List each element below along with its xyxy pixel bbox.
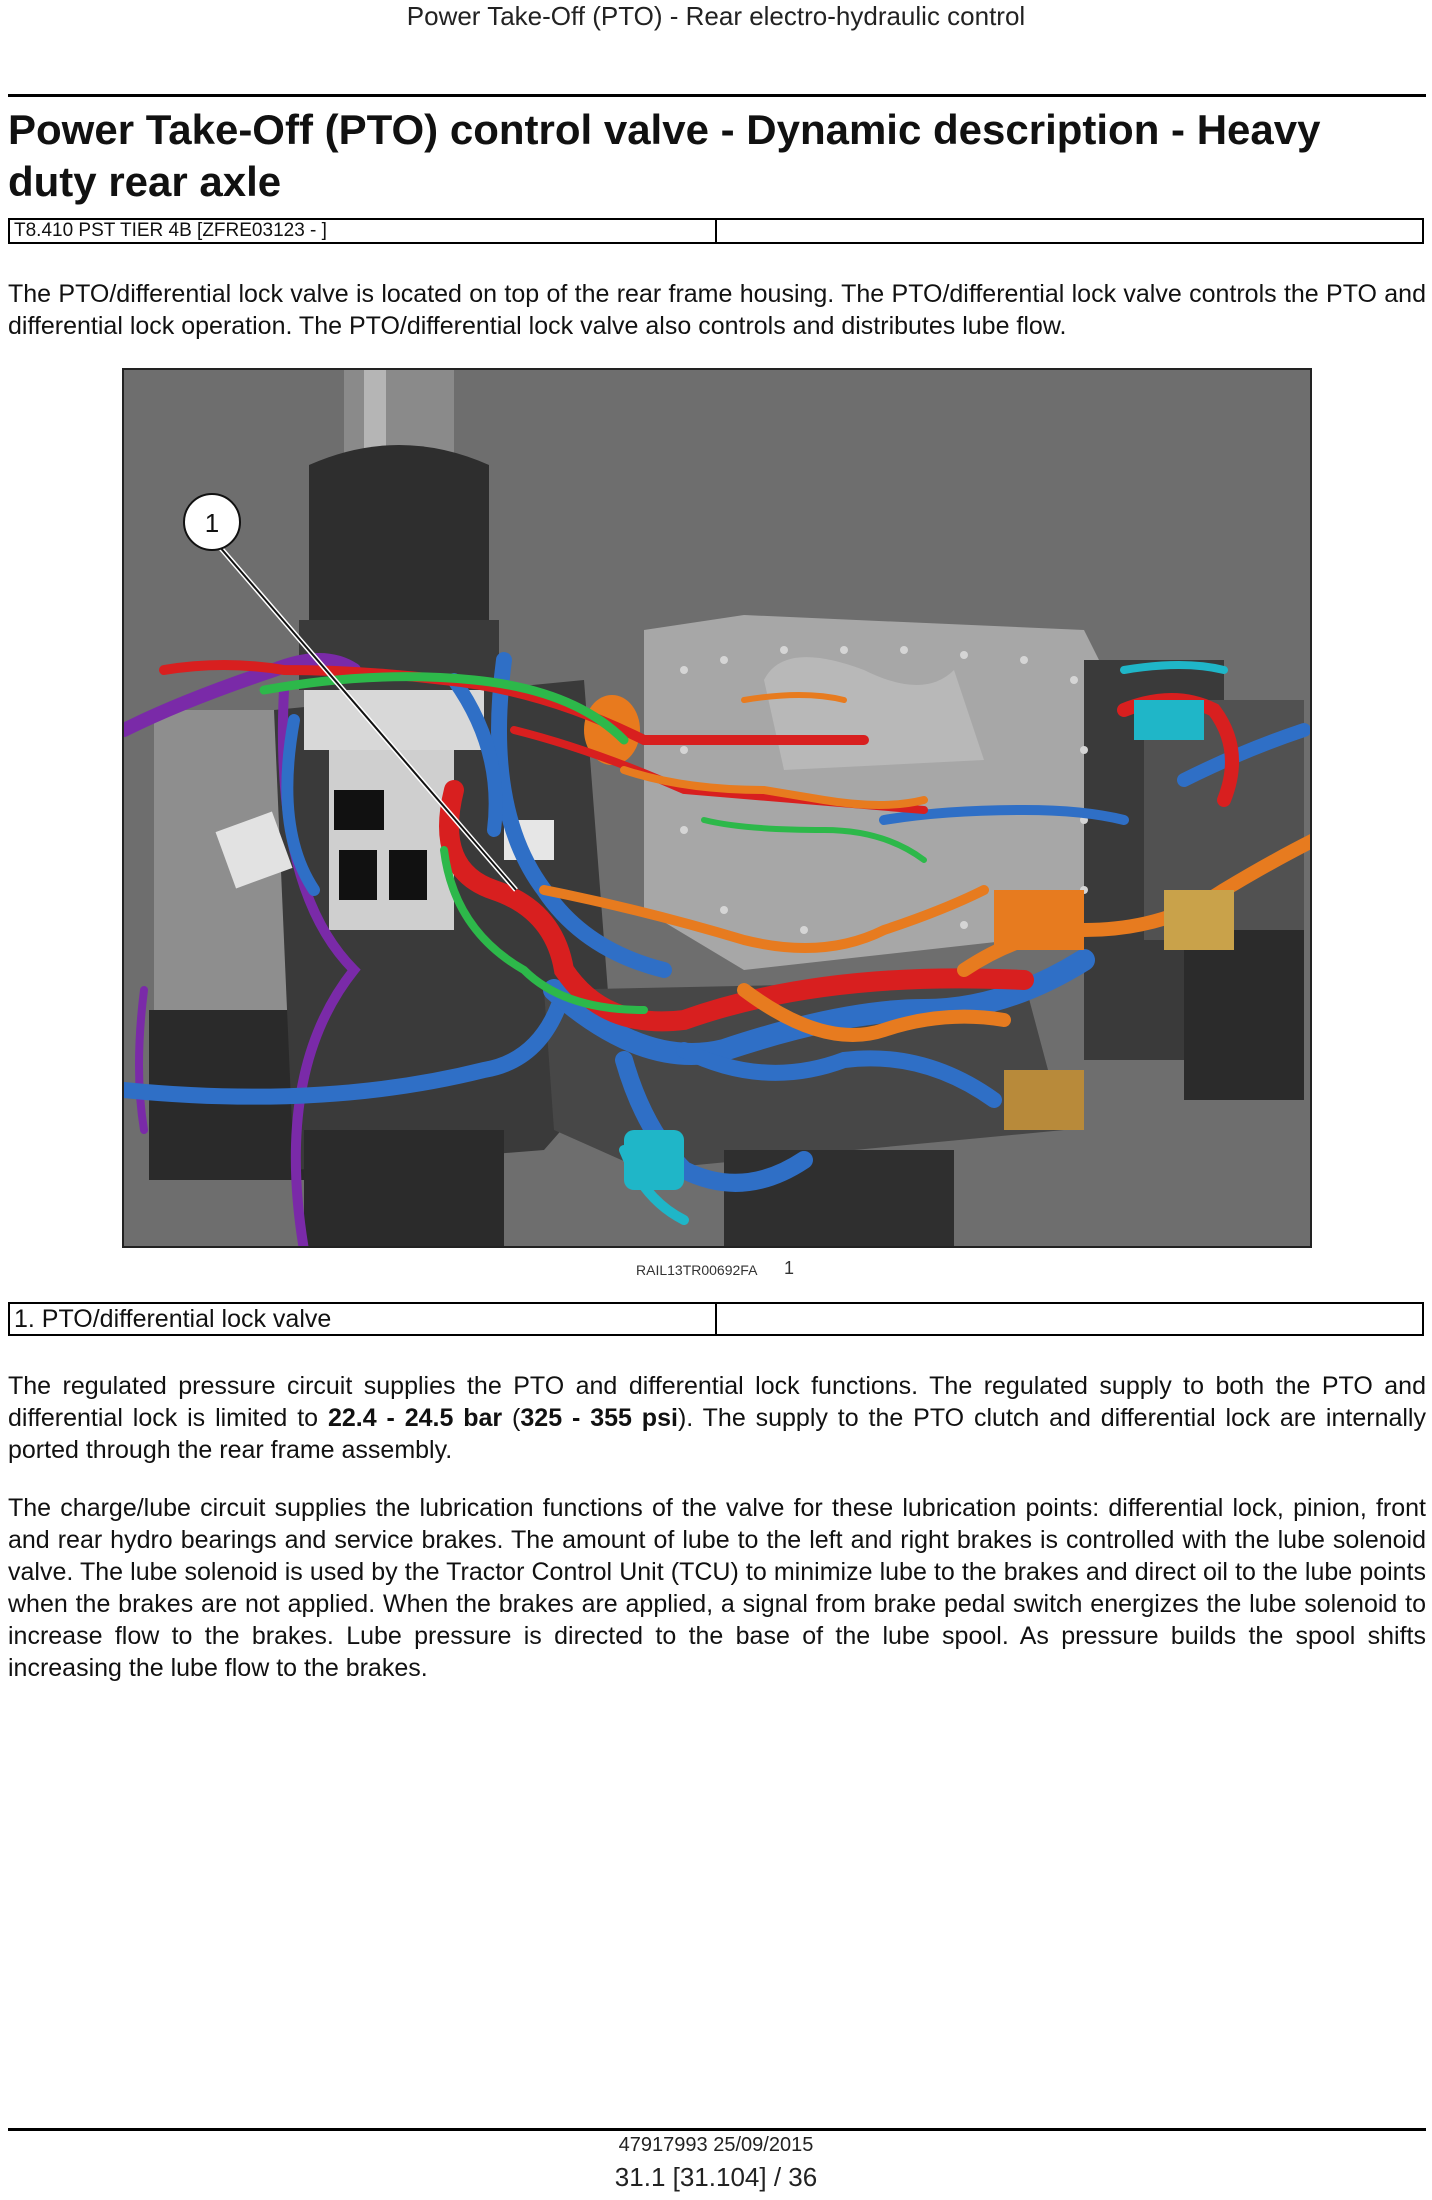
figure-number: 1 [784, 1258, 795, 1278]
applicability-empty [715, 220, 1422, 242]
section-title: Power Take-Off (PTO) control valve - Dyn… [8, 106, 1321, 205]
applicability-table: T8.410 PST TIER 4B [ZFRE03123 - ] [8, 218, 1424, 244]
legend-table: 1. PTO/differential lock valve [8, 1302, 1424, 1336]
legend-item-1: 1. PTO/differential lock valve [14, 1305, 332, 1333]
valve-illustration: 1 [122, 368, 1312, 1248]
intro-paragraph: The PTO/differential lock valve is locat… [8, 280, 1426, 340]
footer-page-number: 31.1 [31.104] / 36 [614, 2162, 818, 2192]
callout-1-label: 1 [205, 508, 219, 538]
para2-text-1: The regulated pressure circuit supplies … [8, 1372, 1426, 1432]
running-header: Power Take-Off (PTO) - Rear electro-hydr… [406, 1, 1026, 31]
footer-rule [8, 2128, 1426, 2131]
footer-document-number: 47917993 25/09/2015 [618, 2134, 814, 2156]
applicability-model: T8.410 PST TIER 4B [ZFRE03123 - ] [14, 220, 327, 241]
figure-reference-code: RAIL13TR00692FA [636, 1262, 758, 1278]
charge-lube-paragraph: The charge/lube circuit supplies the lub… [8, 1494, 1426, 1682]
regulated-pressure-paragraph: The regulated pressure circuit supplies … [8, 1370, 1426, 1466]
pressure-psi-value: 325 - 355 psi [520, 1404, 678, 1432]
pressure-bar-value: 22.4 - 24.5 bar [327, 1404, 503, 1432]
legend-empty [715, 1304, 1422, 1334]
tractor-rear-axle-drawing: 1 [124, 370, 1310, 1246]
para2-text-2: ( [502, 1404, 521, 1432]
header-rule [8, 94, 1426, 97]
para2-text-3: ). The supply to the PTO clutch and diff… [8, 1404, 1426, 1464]
